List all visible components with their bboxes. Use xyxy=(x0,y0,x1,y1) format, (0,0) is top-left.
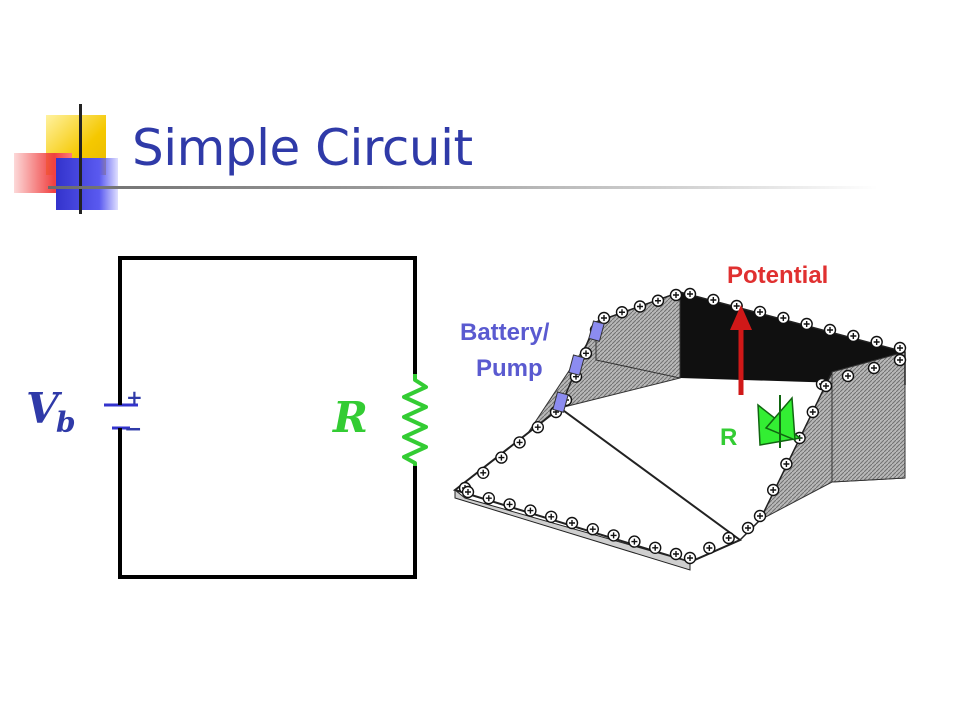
charge-marker xyxy=(847,329,860,343)
charge-marker xyxy=(597,311,611,325)
charge-marker xyxy=(565,516,579,530)
battery-pump-label-line1: Battery/ xyxy=(460,319,550,346)
charge-marker xyxy=(767,483,780,497)
charge-marker xyxy=(531,421,544,434)
charge-marker xyxy=(683,551,697,565)
charge-marker xyxy=(741,521,755,535)
charge-marker xyxy=(707,293,720,307)
charge-marker xyxy=(722,531,735,545)
charge-marker xyxy=(586,523,599,536)
charge-marker xyxy=(633,300,647,313)
charge-marker xyxy=(628,535,641,548)
charge-marker xyxy=(651,294,665,307)
analogy-resistor-label: R xyxy=(720,424,737,451)
charge-marker xyxy=(607,529,620,542)
charge-marker xyxy=(780,457,793,471)
circuit-schematic: + − V b R xyxy=(26,256,428,579)
charge-marker xyxy=(841,369,855,383)
charge-marker xyxy=(495,451,508,464)
resistor-paddle-wheel xyxy=(757,395,802,448)
charge-marker xyxy=(545,510,558,523)
battery-cell xyxy=(588,320,605,342)
charge-marker xyxy=(669,288,683,302)
battery-pump-label-line2: Pump xyxy=(476,355,543,382)
decorative-vertical-line xyxy=(79,104,82,214)
charge-marker xyxy=(703,541,716,555)
potential-wall xyxy=(680,292,905,385)
charge-particles xyxy=(458,287,907,565)
potential-arrow-head xyxy=(730,305,752,330)
charge-marker xyxy=(753,509,767,523)
charge-marker xyxy=(777,311,790,325)
charge-marker xyxy=(893,341,907,355)
decorative-blue-square xyxy=(56,158,118,210)
charge-marker xyxy=(503,498,516,511)
charge-marker xyxy=(524,504,537,517)
charge-marker xyxy=(669,547,683,561)
charge-marker xyxy=(819,379,833,393)
circuit-wire xyxy=(118,256,417,579)
source-voltage-label: V xyxy=(26,384,63,433)
charge-marker xyxy=(579,347,593,360)
charge-marker xyxy=(461,485,475,499)
resistor-label: R xyxy=(332,393,368,442)
charge-marker xyxy=(893,353,907,367)
charge-marker xyxy=(823,323,837,337)
charge-marker xyxy=(806,405,819,419)
charge-marker xyxy=(867,361,881,375)
title-underline xyxy=(48,186,878,189)
circuit-analogy-illustration: Battery/ Pump Potential R xyxy=(452,262,907,571)
charge-marker xyxy=(683,287,697,301)
charge-marker xyxy=(513,436,526,449)
charge-marker xyxy=(477,466,490,479)
slide-title: Simple Circuit xyxy=(132,119,473,177)
battery-plus-sign: + xyxy=(126,385,143,409)
battery-cell xyxy=(552,391,569,413)
charge-marker xyxy=(649,541,662,554)
battery-symbol xyxy=(104,392,138,440)
charge-marker xyxy=(615,306,629,319)
charge-marker xyxy=(753,305,767,319)
charge-marker xyxy=(870,335,883,349)
charge-marker xyxy=(482,492,495,505)
battery-minus-sign: − xyxy=(124,416,142,442)
battery-cell xyxy=(568,354,585,376)
resistor-symbol xyxy=(402,374,428,466)
potential-label: Potential xyxy=(727,262,828,289)
source-voltage-subscript: b xyxy=(56,406,76,439)
charge-marker xyxy=(800,317,813,331)
